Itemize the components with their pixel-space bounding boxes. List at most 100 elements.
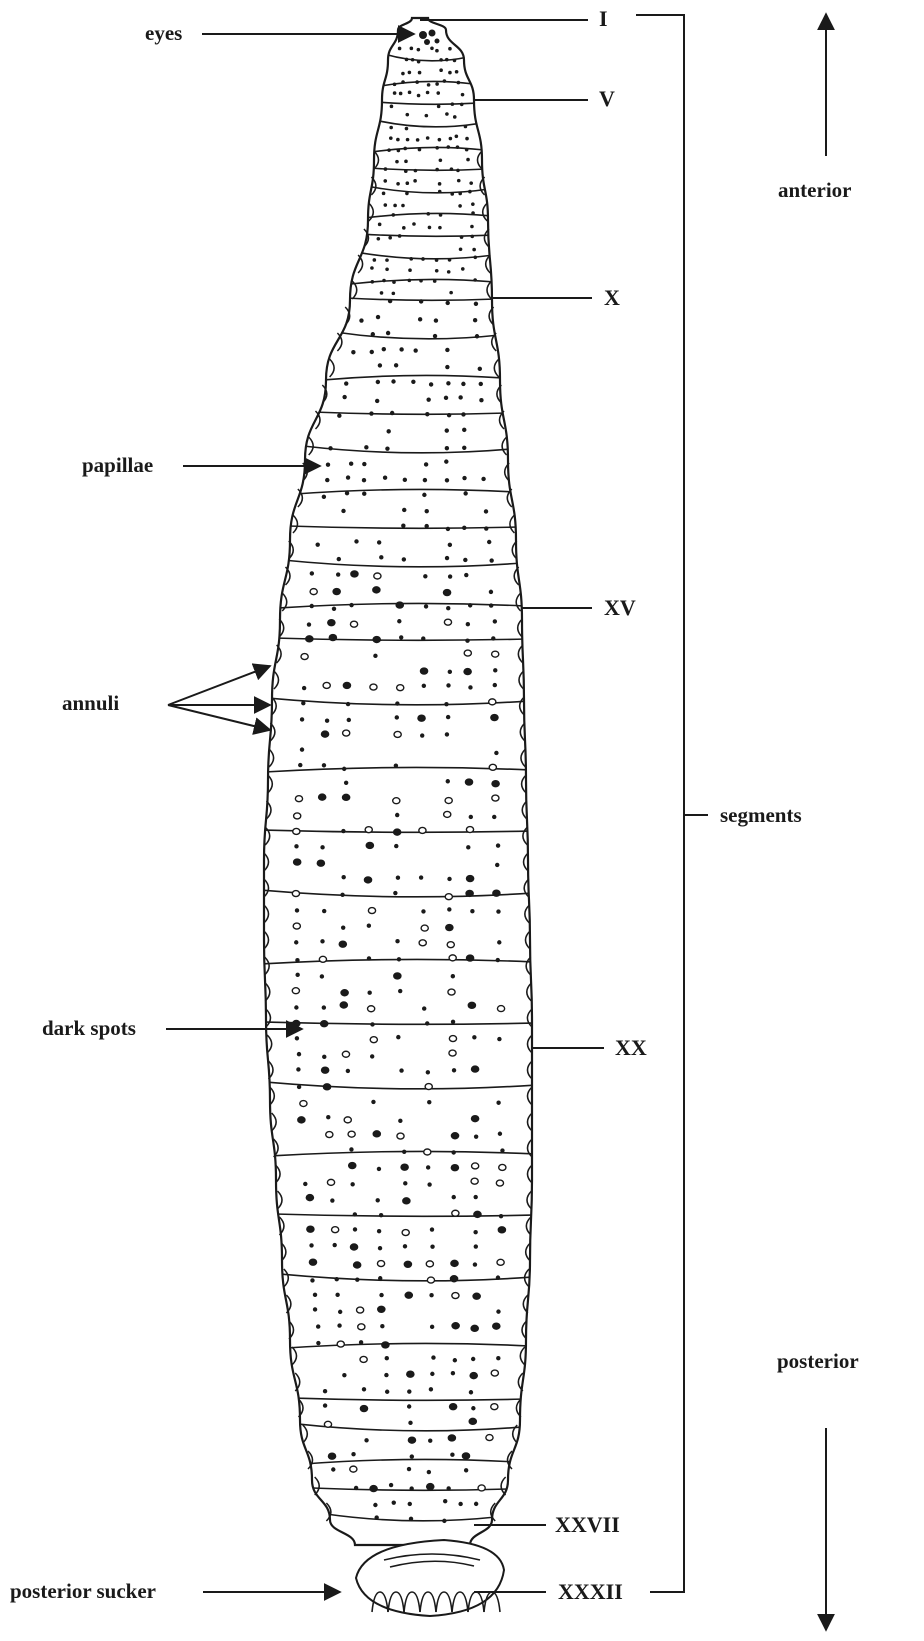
annulus-line xyxy=(262,1022,536,1024)
papilla-spot xyxy=(323,1389,327,1393)
papilla-spot xyxy=(446,779,450,783)
papilla-spot xyxy=(445,894,452,900)
papilla-spot xyxy=(455,70,459,74)
papilla-spot xyxy=(367,956,371,960)
papilla-spot xyxy=(322,495,326,499)
papilla-spot xyxy=(294,940,298,944)
papilla-spot xyxy=(450,1276,457,1282)
papilla-spot xyxy=(496,958,500,962)
papilla-spot xyxy=(494,751,498,755)
papilla-spot xyxy=(452,1068,456,1072)
papilla-spot xyxy=(292,891,299,897)
papilla-spot xyxy=(451,1020,455,1024)
papilla-spot xyxy=(408,279,412,283)
papilla-spot xyxy=(433,279,437,283)
papilla-spot xyxy=(373,654,377,658)
papilla-spot xyxy=(429,382,433,386)
papilla-spot xyxy=(401,204,405,208)
papilla-spot xyxy=(453,115,457,119)
papilla-spot xyxy=(401,524,405,528)
papilla-spot xyxy=(445,58,449,62)
papilla-spot xyxy=(343,730,350,736)
papilla-spot xyxy=(466,876,473,882)
papilla-spot xyxy=(394,363,398,367)
papilla-spot xyxy=(474,1244,478,1248)
papilla-spot xyxy=(296,1067,300,1071)
papilla-spot xyxy=(335,1277,339,1281)
papilla-spot xyxy=(322,1005,326,1009)
papilla-spot xyxy=(414,169,418,173)
papilla-spot xyxy=(389,1483,393,1487)
papilla-spot xyxy=(386,429,390,433)
papilla-spot xyxy=(300,717,304,721)
papilla-spot xyxy=(370,266,374,270)
papilla-spot xyxy=(448,47,452,51)
papilla-spot xyxy=(424,1149,431,1155)
papilla-spot xyxy=(390,105,394,109)
papilla-spot xyxy=(349,1163,356,1169)
papilla-spot xyxy=(316,542,320,546)
papilla-spot xyxy=(397,619,401,623)
papilla-spot xyxy=(447,907,451,911)
papilla-spot xyxy=(458,395,462,399)
papilla-spot xyxy=(449,955,456,961)
papilla-spot xyxy=(429,1387,433,1391)
papilla-spot xyxy=(366,842,373,848)
papilla-spot xyxy=(403,1244,407,1248)
label-posterior-sucker: posterior sucker xyxy=(10,1579,156,1603)
papilla-spot xyxy=(322,909,326,913)
papilla-spot xyxy=(364,1438,368,1442)
papilla-spot xyxy=(462,428,466,432)
papilla-spot xyxy=(463,491,467,495)
papilla-spot xyxy=(497,1037,501,1041)
papilla-spot xyxy=(427,1484,434,1490)
papilla-spot xyxy=(405,1292,412,1298)
papilla-spot xyxy=(435,146,439,150)
papilla-spot xyxy=(428,1439,432,1443)
papilla-spot xyxy=(350,621,357,627)
papilla-spot xyxy=(344,381,348,385)
papilla-spot xyxy=(360,1356,367,1362)
papilla-spot xyxy=(468,603,472,607)
papilla-spot xyxy=(385,267,389,271)
papilla-spot xyxy=(413,179,417,183)
papilla-spot xyxy=(297,1052,301,1056)
papilla-spot xyxy=(418,71,422,75)
papilla-spot xyxy=(413,348,417,352)
papilla-spot xyxy=(362,1387,366,1391)
papilla-spot xyxy=(301,654,308,660)
papilla-spot xyxy=(407,1371,414,1377)
papilla-spot xyxy=(406,138,410,142)
papilla-spot xyxy=(411,58,415,62)
papilla-spot xyxy=(445,365,449,369)
papilla-spot xyxy=(337,557,341,561)
papilla-spot xyxy=(401,1164,408,1170)
papilla-spot xyxy=(465,148,469,152)
papilla-spot xyxy=(332,1243,336,1247)
papilla-spot xyxy=(496,1275,500,1279)
papilla-spot xyxy=(464,1468,468,1472)
papilla-spot xyxy=(402,226,406,230)
papilla-spot xyxy=(310,571,314,575)
papilla-spot xyxy=(355,1277,359,1281)
papilla-spot xyxy=(444,459,448,463)
papilla-spot xyxy=(472,248,476,252)
papilla-spot xyxy=(423,574,427,578)
papilla-spot xyxy=(393,891,397,895)
papilla-spot xyxy=(384,203,388,207)
papilla-spot xyxy=(461,412,465,416)
papilla-spot xyxy=(398,47,402,51)
papilla-spot xyxy=(340,893,344,897)
papilla-spot xyxy=(430,1325,434,1329)
papilla-spot xyxy=(362,462,366,466)
papilla-spot xyxy=(493,1323,500,1329)
papilla-spot xyxy=(394,731,401,737)
papilla-spot xyxy=(373,1131,380,1137)
segment-number-xxvii: XXVII xyxy=(555,1512,620,1537)
papilla-spot xyxy=(437,105,441,109)
eyes-spot xyxy=(419,30,440,46)
segments-bracket xyxy=(636,15,708,1592)
papilla-spot xyxy=(417,48,421,52)
papilla-spot xyxy=(325,719,329,723)
papilla-spot xyxy=(359,1340,363,1344)
